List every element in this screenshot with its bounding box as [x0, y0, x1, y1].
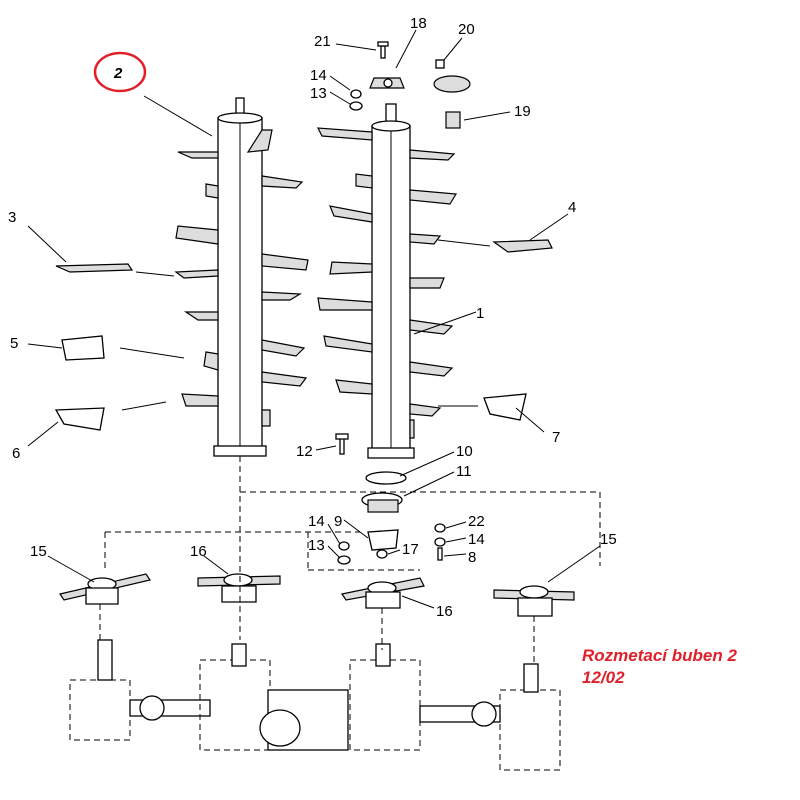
callout-16-right: 16	[436, 603, 453, 620]
callout-10: 11	[456, 463, 472, 480]
callout-9: 10	[456, 443, 473, 460]
paddle-part-3	[55, 263, 134, 273]
highlight-circle	[93, 51, 147, 93]
callout-6: 6	[12, 445, 20, 462]
left-rotor-drum	[174, 97, 309, 457]
callout-7: 7	[552, 429, 560, 446]
gearbox-assembly	[69, 639, 561, 771]
callout-15-right: 15	[600, 531, 617, 548]
callout-14-top: 14	[310, 67, 327, 84]
callout-16-left: 16	[190, 543, 207, 560]
callout-5: 5	[10, 335, 18, 352]
callout-14-mid: 14	[308, 513, 325, 530]
callout-22: 22	[468, 513, 485, 530]
callout-21: 21	[314, 33, 331, 50]
paddle-part-6	[54, 407, 105, 431]
callout-14-right: 14	[468, 531, 485, 548]
paddle-part-5	[61, 335, 105, 361]
right-rotor-drum	[316, 103, 458, 459]
callout-leaders	[27, 29, 601, 609]
caption-title: Rozmetací buben 2	[582, 646, 737, 665]
callout-15-left: 15	[30, 543, 47, 560]
spinner-hub-mid-right	[341, 577, 425, 609]
callout-12: 12	[296, 443, 313, 460]
callout-11: 8	[468, 549, 476, 566]
callout-1: 1	[476, 305, 484, 322]
callout-18: 18	[410, 15, 427, 32]
spinner-hub-left	[59, 573, 151, 605]
callout-labels: 2 3 4 5 6 7 1 21 18 20 14 13 19 12 10 11…	[8, 15, 617, 620]
paddle-part-4	[492, 239, 553, 253]
callout-3: 3	[8, 209, 16, 226]
spinner-hub-right	[493, 585, 575, 617]
callout-8: 9	[334, 513, 342, 530]
callout-17: 17	[402, 541, 419, 558]
paddle-part-7	[483, 393, 527, 421]
alignment-lines	[99, 456, 601, 664]
bottom-hub-parts	[335, 433, 446, 565]
callout-13-mid: 13	[308, 537, 325, 554]
callout-2: 2	[113, 65, 123, 82]
callout-13-top: 13	[310, 85, 327, 102]
callout-20: 20	[458, 21, 475, 38]
callout-4: 4	[568, 199, 576, 216]
callout-19: 19	[514, 103, 531, 120]
caption-date: 12/02	[582, 668, 625, 687]
spinner-hub-mid-left	[197, 573, 281, 603]
top-bearing-parts	[349, 41, 471, 129]
